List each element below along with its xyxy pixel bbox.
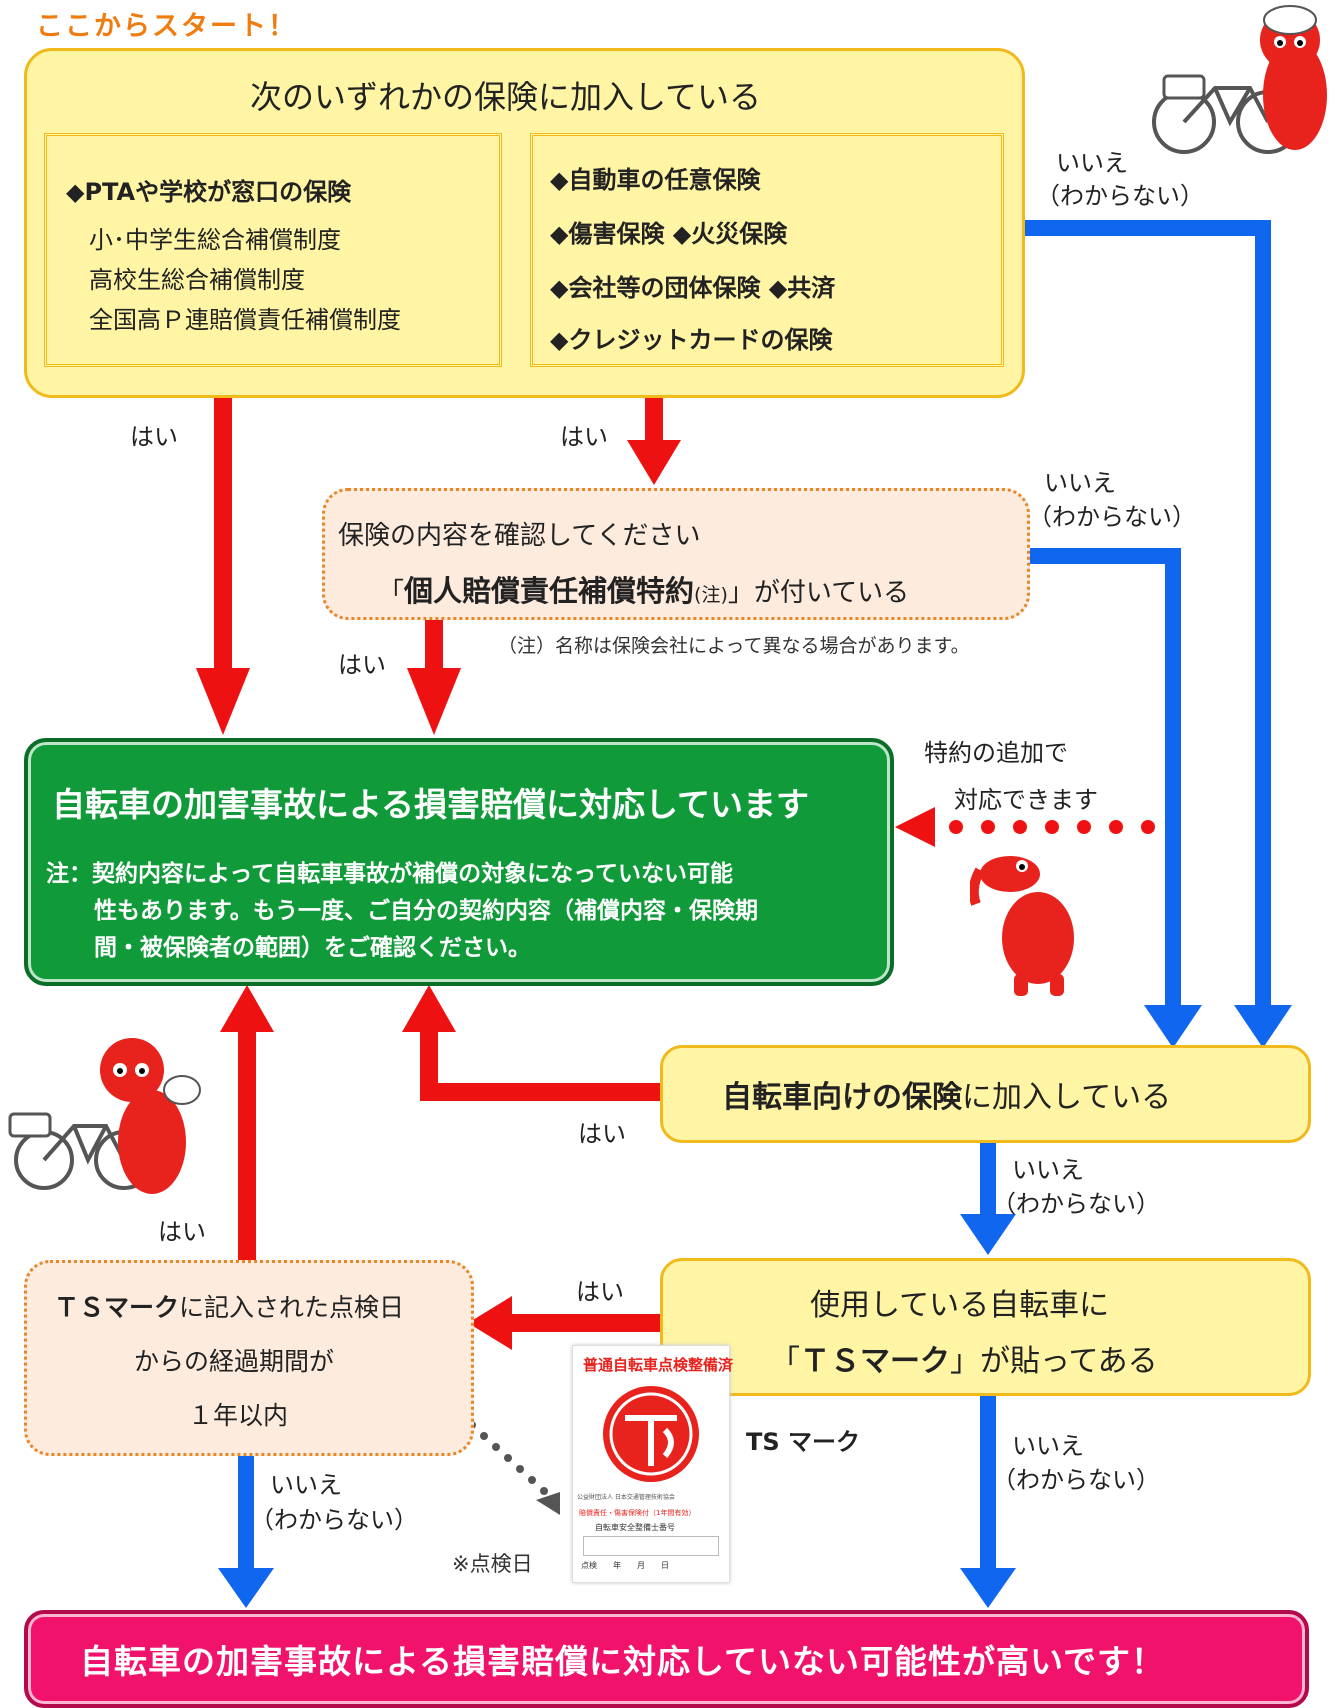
bicycle-insurance-box — [660, 1045, 1311, 1143]
ts-mark-logo-icon — [603, 1386, 699, 1482]
covered-result-box — [24, 738, 894, 986]
no-label-sub: （わからない） — [1036, 182, 1204, 210]
no-label: いいえ — [270, 1471, 342, 1499]
no-label: いいえ — [1012, 1156, 1084, 1184]
arrow-no-2 — [1025, 548, 1202, 1048]
ts-mark-question-box — [660, 1258, 1311, 1396]
rider-note-mark: (注) — [694, 584, 728, 606]
rider-check-rest: 」が付いている — [727, 578, 910, 608]
ts-mark-date-line3: １年以内 — [188, 1401, 289, 1430]
school-insurance-item: 小･中学生総合補償制度 — [89, 226, 341, 254]
ts-sticker-number-field — [583, 1536, 719, 1556]
ts-mark-sticker-image: 普通自転車点検整備済 公益財団法人 日本交通管理技術協会 賠償責任・傷害保険付（… — [572, 1345, 734, 1583]
ts-mark-date-rest: に記入された点検日 — [179, 1293, 405, 1322]
arrow-no-1 — [1020, 220, 1292, 1048]
ts-mark-question-line2: 「ＴＳマーク」が貼ってある — [770, 1336, 1158, 1380]
covered-result-title: 自転車の加害事故による損害賠償に対応しています — [52, 785, 810, 824]
yes-label: はい — [576, 1278, 624, 1306]
yes-label: はい — [130, 423, 178, 451]
arrow-no-5 — [218, 1452, 274, 1608]
mascot-walking-image — [970, 856, 1074, 996]
rider-check-box — [322, 488, 1030, 620]
yes-label: はい — [158, 1218, 206, 1246]
check-date-note: ※点検日 — [452, 1552, 533, 1576]
bicycle-insurance-bold: 自転車向けの保険 — [722, 1080, 962, 1115]
other-insurance-item: ◆自動車の任意保険 — [550, 166, 761, 194]
arrow-no-3 — [960, 1136, 1016, 1255]
ts-sticker-top-text: 普通自転車点検整備済 — [583, 1356, 734, 1374]
arrow-no-4 — [960, 1392, 1016, 1608]
arrow-yes-3 — [407, 618, 461, 735]
school-insurance-item: 全国高Ｐ連賠償責任補償制度 — [89, 306, 401, 334]
bicycle-insurance-rest: に加入している — [962, 1080, 1172, 1115]
other-insurance-item: ◆クレジットカードの保険 — [550, 326, 833, 354]
rider-footnote: （注）名称は保険会社によって異なる場合があります。 — [498, 635, 970, 657]
no-label: いいえ — [1056, 149, 1128, 177]
no-label: いいえ — [1012, 1432, 1084, 1460]
bicycle-insurance-text: 自転車向けの保険に加入している — [722, 1072, 1171, 1116]
ts-sticker-red-text: 賠償責任・傷害保険付（1年間有効） — [579, 1509, 696, 1517]
ts-sticker-date-row: 点検 年 月 日 — [581, 1561, 669, 1570]
ts-sticker-bottom-text: 自転車安全整備士番号 — [595, 1523, 675, 1532]
no-label: いいえ — [1044, 469, 1116, 497]
bracket-open: 「 — [378, 578, 405, 608]
rider-add-label: 対応できます — [954, 786, 1098, 814]
ts-mark-date-line2: からの経過期間が — [134, 1347, 335, 1376]
yes-label: はい — [560, 423, 608, 451]
covered-result-note: 注：契約内容によって自転車事故が補償の対象になっていない可能 — [46, 861, 734, 887]
covered-result-note: 性もあります。もう一度、ご自分の契約内容（補償内容・保険期 — [94, 898, 759, 924]
ts-mark-date-box — [24, 1260, 474, 1456]
arrow-yes-1 — [196, 368, 250, 735]
other-insurance-item: ◆会社等の団体保険 ◆共済 — [550, 274, 836, 302]
arrow-yes-4 — [402, 985, 660, 1101]
ts-mark-bold: ＴＳマーク — [800, 1344, 950, 1379]
rider-name: 個人賠償責任補償特約 — [404, 574, 695, 608]
ts-mark-bold: ＴＳマーク — [54, 1293, 180, 1322]
yes-label: はい — [338, 651, 386, 679]
not-covered-result-box — [24, 1610, 1309, 1708]
no-label-sub: （わからない） — [992, 1466, 1160, 1494]
insurance-question-title: 次のいずれかの保険に加入している — [250, 78, 762, 116]
mascot-bicycle-top-image — [1152, 5, 1327, 154]
mascot-bicycle-left-image — [8, 1038, 201, 1194]
arrow-yes-5 — [220, 985, 274, 1262]
arrow-rider — [895, 807, 1155, 847]
no-label-sub: （わからない） — [992, 1190, 1160, 1218]
no-label-sub: （わからない） — [1028, 503, 1196, 531]
covered-result-note: 間・被保険者の範囲）をご確認ください。 — [94, 935, 531, 961]
rider-check-line1: 保険の内容を確認してください — [338, 521, 701, 551]
other-insurance-item: ◆傷害保険 ◆火災保険 — [550, 220, 788, 248]
other-insurance-box — [530, 133, 1004, 367]
no-label-sub: （わからない） — [250, 1506, 418, 1534]
rider-check-line2: 「個人賠償責任補償特約(注)」が付いている — [378, 568, 909, 610]
ts-mark-label: TS マーク — [746, 1428, 861, 1456]
rider-add-label: 特約の追加で — [924, 739, 1068, 767]
school-insurance-box — [44, 133, 502, 367]
bracket-open: 「 — [770, 1344, 800, 1379]
ts-mark-question-line1: 使用している自転車に — [810, 1288, 1110, 1323]
ts-sticker-middle-text: 公益財団法人 日本交通管理技術協会 — [577, 1494, 675, 1501]
school-insurance-heading: ◆PTAや学校が窓口の保険 — [66, 178, 352, 206]
not-covered-result-title: 自転車の加害事故による損害賠償に対応していない可能性が高いです！ — [80, 1642, 1166, 1681]
yes-label: はい — [578, 1120, 626, 1148]
ts-mark-date-line1: ＴＳマークに記入された点検日 — [54, 1288, 404, 1324]
arrow-yes-6 — [468, 1296, 660, 1350]
start-label: ここからスタート！ — [36, 11, 297, 42]
school-insurance-item: 高校生総合補償制度 — [89, 266, 305, 294]
ts-mark-rest: 」が貼ってある — [950, 1344, 1158, 1379]
